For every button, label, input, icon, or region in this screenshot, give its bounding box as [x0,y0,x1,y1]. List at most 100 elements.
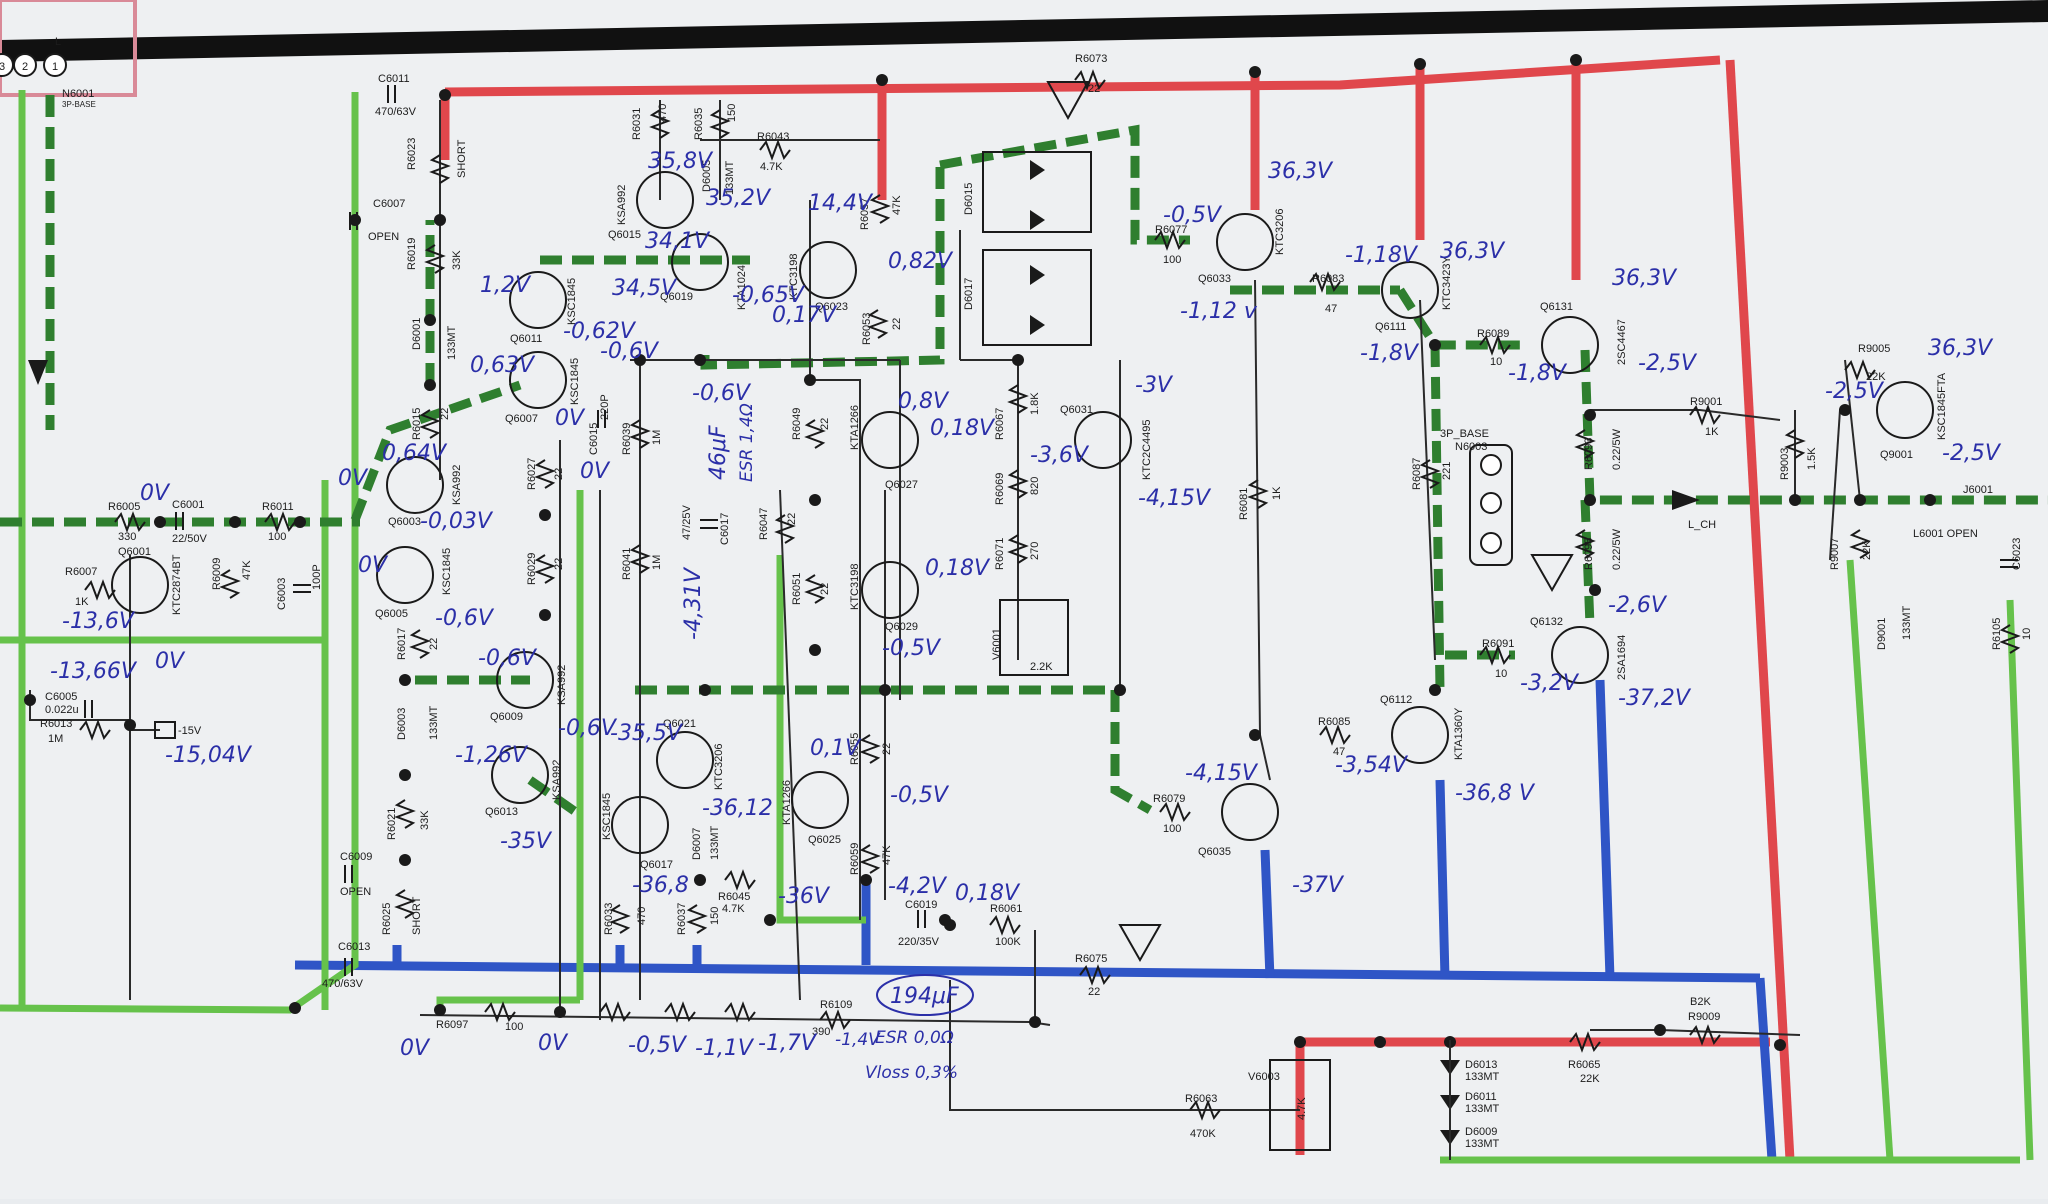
neg15-terminal [154,721,176,739]
c6001-value: 22/50V [172,533,208,545]
note-m0-5-bottom: -0,5V [628,1033,688,1058]
q6021-symbol [656,731,714,789]
note-14-4: 14,4V [808,191,874,216]
r6095-value: 0.22/5W [1611,528,1623,570]
q6027-part: KTA1266 [849,405,861,450]
r6017-label: R6017 [396,628,408,660]
r9005-value: 22K [1866,371,1886,383]
r6007-label: R6007 [65,566,97,578]
d6015-diode-1 [1030,160,1045,180]
q6111-label: Q6111 [1375,321,1406,333]
q6111-part: KTC3423Y [1441,256,1453,310]
r6081-label: R6081 [1238,488,1250,520]
d6017-label: D6017 [963,278,975,310]
r6021-label: R6021 [386,808,398,840]
connector-name: N6001 [62,88,94,100]
note-m0-62: -0,62V [563,319,637,344]
q6009-part: KSA992 [556,665,568,705]
r6083-value: 47 [1325,303,1337,315]
connector-pin-l: L [55,36,61,48]
note-m1-7: -1,7V [758,1031,818,1056]
r6055-label: R6055 [849,733,861,765]
q6132-part: 2SA1694 [1616,635,1628,680]
r6105-label: R6105 [1991,618,2003,650]
input-arrow [28,360,48,385]
r6007-value: 1K [75,596,89,608]
r6087-label: R6087 [1411,458,1423,490]
note-m3v: -3V [1135,373,1174,398]
r6033-label: R6033 [603,903,615,935]
handwritten-annotations: 36,3V 36,3V 36,3V 36,3V -0,5V -1,12 v -1… [50,149,2002,1083]
c6011-label: C6011 [378,73,410,85]
r6069-value: 820 [1029,477,1041,495]
q9001-label: Q9001 [1880,449,1913,461]
r6057-value: 47K [891,195,903,215]
note-m36-12: -36,12 [702,796,773,821]
note-m37: -37V [1292,873,1345,898]
q6013-symbol [491,746,549,804]
q6017-label: Q6017 [640,859,673,871]
warning-triangle-top [1046,81,1090,121]
r6073-value: 22 [1088,83,1100,95]
r6027-label: R6027 [526,458,538,490]
v6001-value: 2.2K [1030,661,1053,673]
q6031-label: Q6031 [1060,404,1093,416]
r6039-label: R6039 [621,423,633,455]
r6035-label: R6035 [693,108,705,140]
note-36-3-q6131: 36,3V [1612,266,1678,291]
r6085-value: 47 [1333,746,1345,758]
d6015-label: D6015 [963,183,975,215]
q6013-part: KSA992 [551,760,563,800]
note-0-18-c: 0,18V [955,881,1021,906]
q6035-label: Q6035 [1198,846,1231,858]
c6017-label: C6017 [719,513,731,545]
d6015-box [982,151,1092,233]
r6087-value: 221 [1441,462,1453,480]
note-m2-5-q9001: -2,5V [1942,441,2002,466]
r6091-value: 10 [1495,668,1507,680]
q6131-part: 2SC4467 [1616,319,1628,365]
q6131-symbol [1541,316,1599,374]
c6015-label: C6015 [588,423,600,455]
r6055-value: 22 [881,743,893,755]
r6069-label: R6069 [994,473,1006,505]
d6017-diode-1 [1030,265,1045,285]
r6065-label: R6065 [1568,1059,1600,1071]
q6029-label: Q6029 [885,621,918,633]
r6081-value: 1K [1271,486,1283,500]
note-m4-15-q6035: -4,15V [1185,761,1259,786]
r6079-value: 100 [1163,823,1181,835]
q6007-part: KSC1845 [569,358,581,405]
d6009-label: D6009 [1465,1126,1497,1138]
r6053-label: R6053 [861,313,873,345]
q6009-symbol [496,651,554,709]
note-0-64: 0,64V [382,441,448,466]
r6039-value: 1M [651,430,663,445]
r6043-label: R6043 [757,131,789,143]
r9003-label: R9003 [1779,448,1791,480]
r6015-label: R6015 [411,408,423,440]
r6077-label: R6077 [1155,224,1187,236]
r6011-label: R6011 [262,501,294,513]
q6029-part: KTC3198 [849,564,861,610]
note-vloss: Vloss 0,3% [865,1063,958,1083]
c6003-value: 100P [311,564,323,590]
q6005-symbol [376,546,434,604]
n6003-name: N6003 [1455,441,1487,453]
d6009-value: 133MT [1465,1138,1500,1150]
q6019-label: Q6019 [660,291,693,303]
r9001-label: R9001 [1690,396,1722,408]
resistor-symbols [79,69,2021,1121]
note-194uf-circle [876,974,974,1016]
note-34-1: 34,1V [645,229,711,254]
q6015-symbol [636,171,694,229]
r6041-value: 1M [651,555,663,570]
d6007-label: D6007 [691,828,703,860]
printed-labels: R6073 22 C6011 470/63V C6007 OPEN R6023 … [40,53,2033,1150]
q6019-part: KTA1024 [736,265,748,310]
transistor-symbols [111,171,1934,854]
n6003-connector [1469,444,1513,566]
q6015-part: KSA992 [616,185,628,225]
lch-label: L_CH [1688,519,1716,531]
q6025-part: KTA1266 [781,780,793,825]
